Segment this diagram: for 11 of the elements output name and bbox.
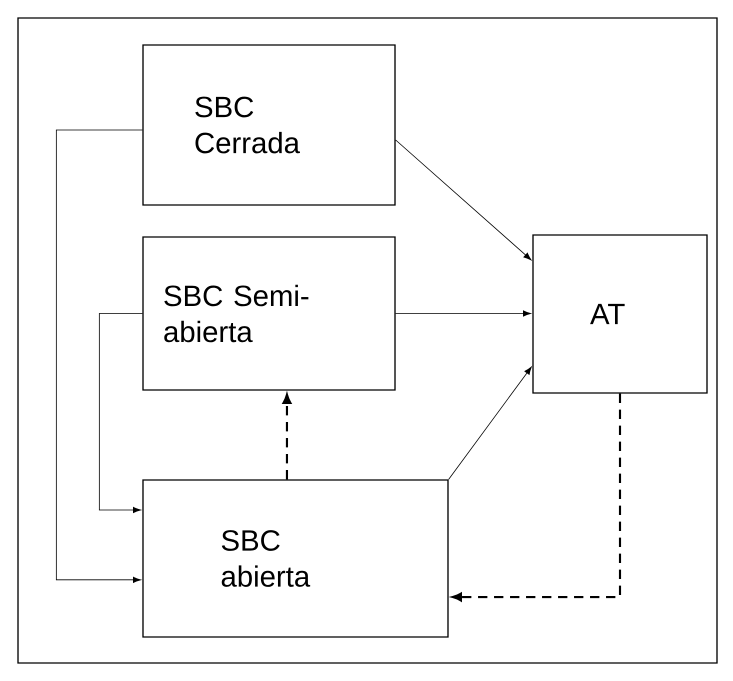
arrow: [395, 140, 532, 260]
arrow: [452, 394, 622, 602]
arrow: [448, 366, 532, 480]
arrow: [395, 310, 531, 317]
process-box: SBC abierta: [142, 479, 449, 638]
arrow: [56, 130, 143, 583]
process-box: SBC Semi-abierta: [142, 236, 396, 391]
process-box: SBC Cerrada: [142, 44, 396, 206]
process-box: AT: [532, 234, 708, 394]
arrow: [98, 313, 143, 514]
arrow: [282, 394, 292, 480]
